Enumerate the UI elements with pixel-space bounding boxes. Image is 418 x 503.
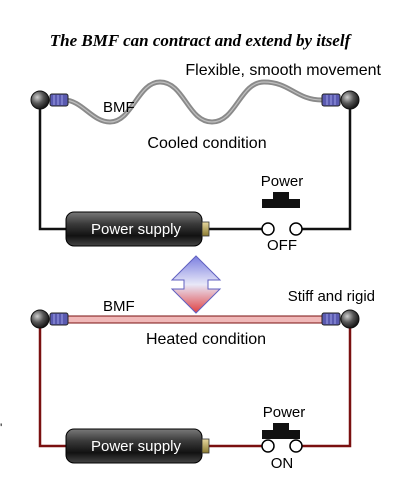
top-bmf-label: BMF bbox=[103, 99, 135, 116]
top-left-terminal bbox=[30, 90, 69, 110]
top-switch-label: Power bbox=[261, 173, 304, 190]
top-left-wire bbox=[38, 100, 68, 231]
top-right-wire bbox=[296, 100, 352, 231]
transition-arrow bbox=[170, 255, 222, 314]
top-right-terminal bbox=[321, 90, 360, 110]
top-condition-label: Cooled condition bbox=[147, 135, 266, 152]
top-circuit: Power supply Flexible, smooth movement B… bbox=[30, 62, 382, 254]
bottom-right-terminal bbox=[321, 309, 360, 329]
bottom-switch bbox=[261, 423, 303, 453]
bottom-circuit: Power supply Stiff and rigid BMF Heated … bbox=[30, 288, 375, 472]
bottom-left-wire bbox=[38, 320, 68, 448]
bottom-condition-label: Heated condition bbox=[146, 331, 266, 348]
bottom-bmf-wire bbox=[63, 315, 323, 324]
bottom-switch-state: ON bbox=[271, 455, 294, 472]
top-bmf-wire bbox=[61, 79, 325, 125]
bottom-bmf-label: BMF bbox=[103, 298, 135, 315]
top-switch-state: OFF bbox=[267, 237, 297, 254]
bottom-right-wire bbox=[296, 320, 352, 448]
diagram-title: The BMF can contract and extend by itsel… bbox=[50, 31, 353, 50]
bottom-power-supply: Power supply bbox=[65, 428, 210, 464]
bottom-power-supply-label: Power supply bbox=[91, 438, 182, 455]
top-power-supply-label: Power supply bbox=[91, 221, 182, 238]
top-description: Flexible, smooth movement bbox=[185, 62, 381, 79]
bottom-description: Stiff and rigid bbox=[288, 288, 375, 305]
top-power-supply: Power supply bbox=[65, 211, 210, 247]
bottom-switch-label: Power bbox=[263, 404, 306, 421]
bottom-left-terminal bbox=[30, 309, 69, 329]
top-switch bbox=[261, 192, 303, 236]
side-mark: ' bbox=[0, 421, 2, 435]
top-bmf-highlight bbox=[63, 81, 323, 123]
